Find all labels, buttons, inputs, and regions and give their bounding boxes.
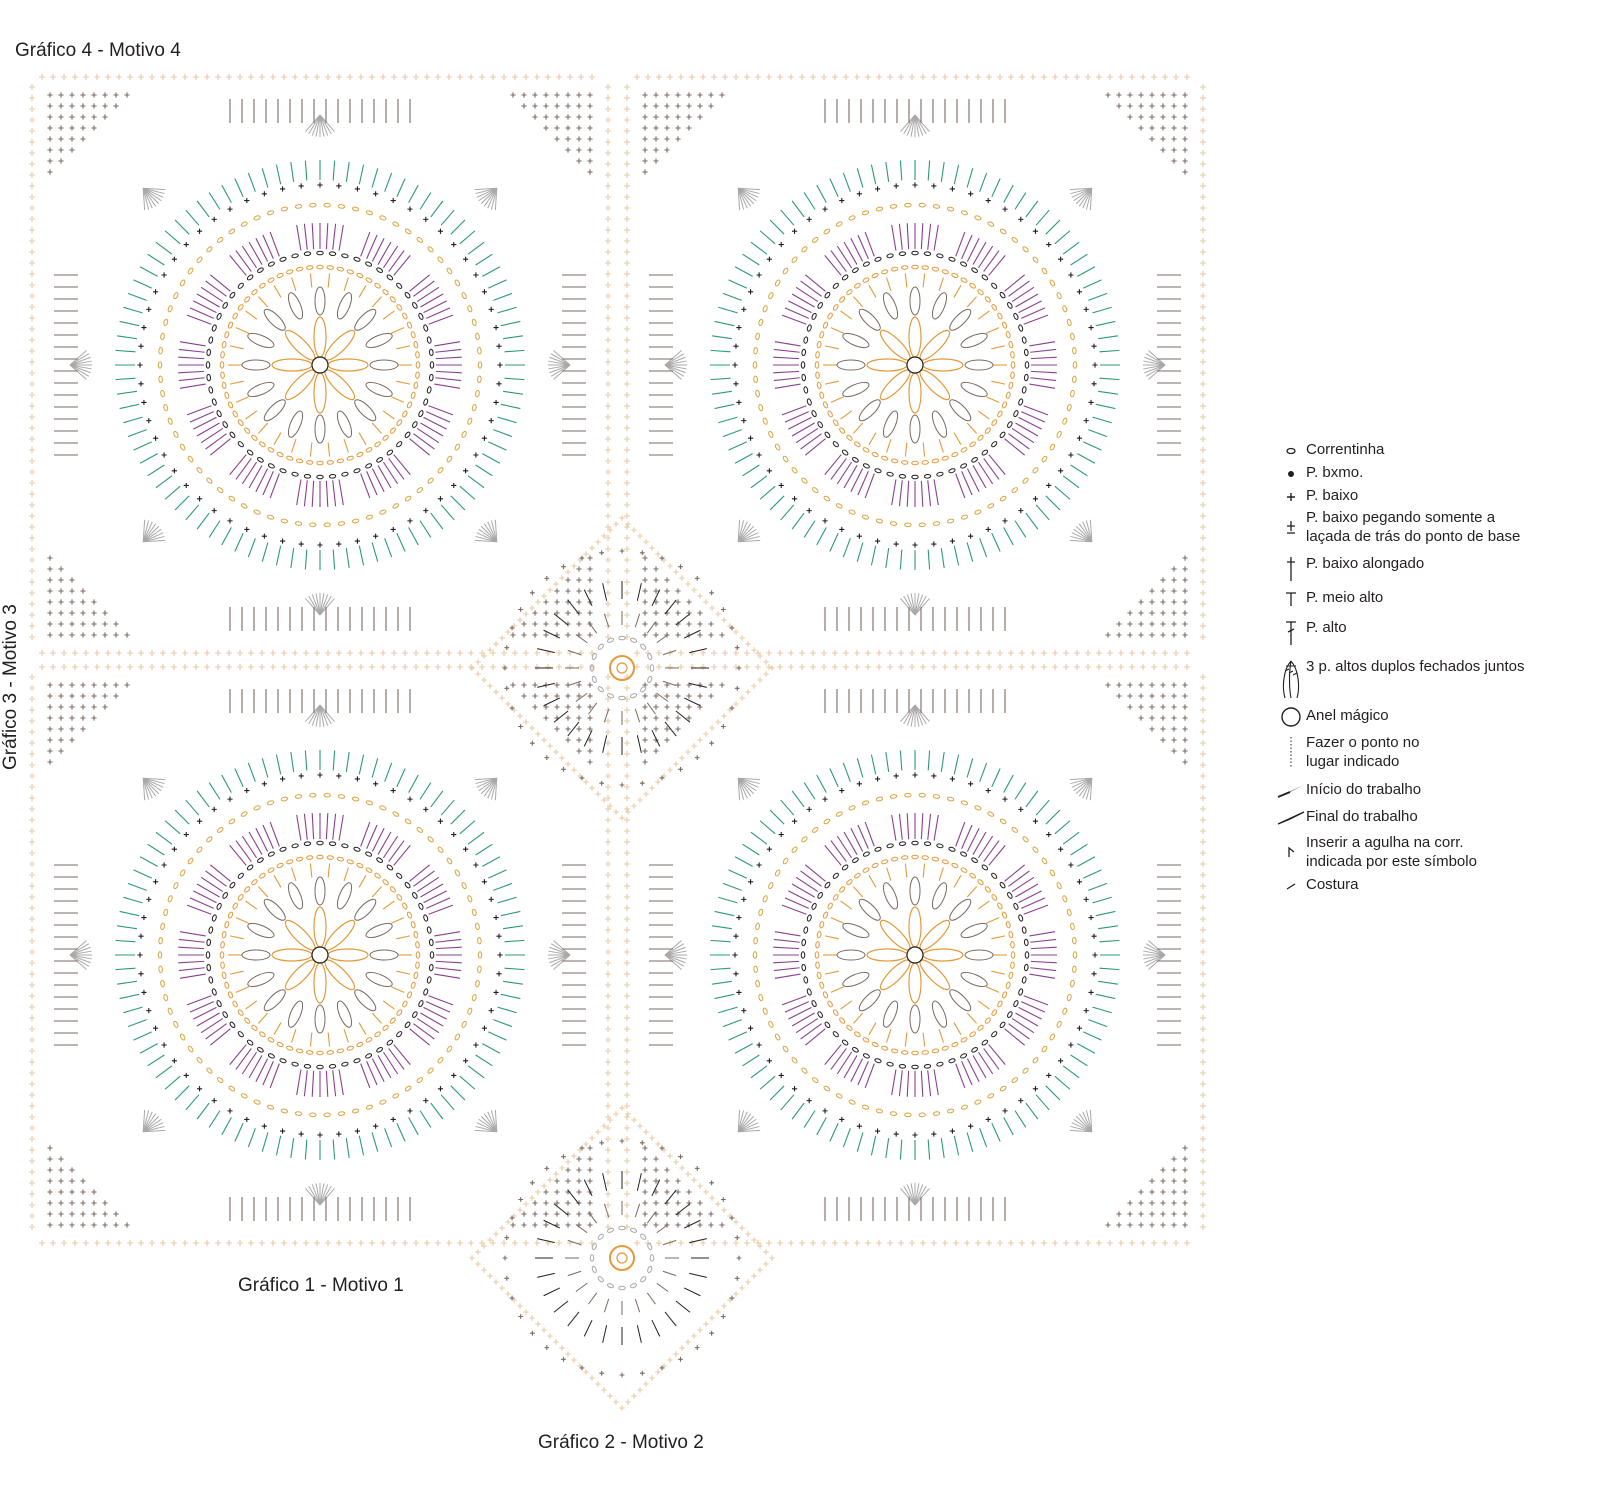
legend-item-magic-ring: Anel mágico [1276,706,1389,728]
legend-item-insert-hook: Inserir a agulha na corr. indicada por e… [1276,833,1477,871]
half-double-crochet-icon [1276,588,1306,610]
motif-4-top-left [29,74,611,656]
magic-ring-icon [1276,706,1306,728]
single-crochet-plus-icon [1276,486,1306,508]
dotted-place-icon [1276,733,1306,771]
chart-1-title: Gráfico 1 - Motivo 1 [238,1275,404,1296]
legend-item-back-loop-sc: P. baixo pegando somente a laçada de trá… [1276,508,1520,546]
legend-item-dc: P. alto [1276,618,1347,648]
legend-item-seam: Costura [1276,875,1359,897]
start-arrow-icon [1276,780,1306,802]
slip-stitch-dot-icon [1276,463,1306,485]
legend-item-slip-stitch: P. bxmo. [1276,463,1363,485]
insert-hook-icon [1276,833,1306,871]
motif-top-right [624,74,1206,656]
legend-item-tr3tog: 3 p. altos duplos fechados juntos [1276,657,1524,701]
chart-2-title: Gráfico 2 - Motivo 2 [538,1432,704,1453]
motif-1-bottom-right [624,664,1206,1246]
motif-3-bottom-left [29,664,611,1246]
seam-icon [1276,875,1306,897]
tr3tog-cluster-icon [1276,657,1306,701]
motif-2-center-diamond [469,515,775,821]
crochet-diagram [29,74,1206,1411]
legend-item-end: Final do trabalho [1276,807,1418,829]
legend-item-chain: Correntinha [1276,440,1384,462]
end-arrow-icon [1276,807,1306,829]
legend-item-start: Início do trabalho [1276,780,1421,802]
legend-item-long-sc: P. baixo alongado [1276,554,1424,584]
back-loop-single-crochet-icon [1276,508,1306,546]
legend-item-hdc: P. meio alto [1276,588,1383,610]
long-single-crochet-icon [1276,554,1306,584]
legend-item-dotted-place: Fazer o ponto no lugar indicado [1276,733,1419,771]
double-crochet-icon [1276,618,1306,648]
legend-item-single-crochet: P. baixo [1276,486,1358,508]
chart-4-title: Gráfico 4 - Motivo 4 [15,40,181,61]
chain-symbol-icon [1276,440,1306,462]
motif-2-bottom-diamond [469,1105,775,1411]
